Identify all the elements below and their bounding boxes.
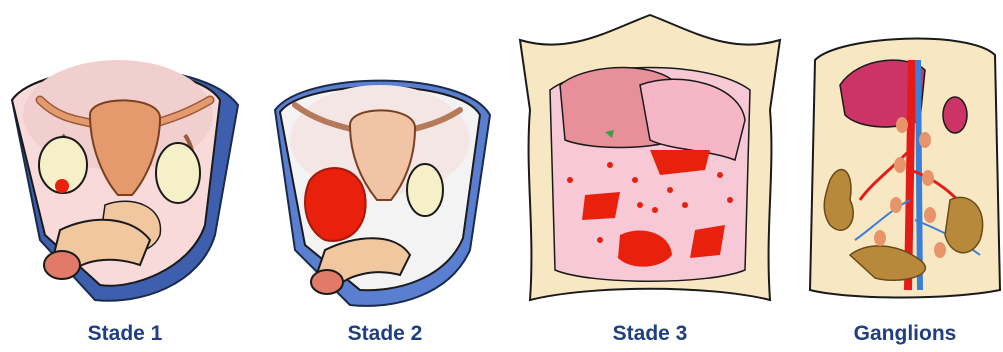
caption-ganglions: Ganglions bbox=[830, 322, 980, 346]
lymph-node bbox=[894, 157, 906, 173]
caption-stade-2: Stade 2 bbox=[320, 322, 450, 346]
tumor-nodule bbox=[582, 192, 620, 220]
tumor-spot bbox=[55, 179, 69, 193]
ganglions-illustration bbox=[800, 0, 1003, 320]
lymph-node bbox=[919, 132, 931, 148]
panel-stade-3: Stade 3 bbox=[510, 0, 790, 352]
lymph-node bbox=[934, 242, 946, 258]
caption-stade-1: Stade 1 bbox=[60, 322, 190, 346]
caption-stade-3: Stade 3 bbox=[585, 322, 715, 346]
tumor-mass bbox=[305, 168, 366, 241]
panel-stade-1: Stade 1 bbox=[0, 0, 250, 352]
lymph-node bbox=[896, 117, 908, 133]
lymph-node bbox=[924, 207, 936, 223]
lymph-node bbox=[890, 197, 902, 213]
panel-ganglions: Ganglions bbox=[800, 0, 1003, 352]
stade-1-illustration bbox=[0, 0, 250, 320]
stade-2-illustration bbox=[265, 0, 505, 320]
lymph-node bbox=[922, 170, 934, 186]
panel-stade-2: Stade 2 bbox=[265, 0, 505, 352]
right-ovary bbox=[156, 143, 200, 203]
stade-3-illustration bbox=[510, 0, 790, 320]
lymph-node bbox=[874, 230, 886, 246]
